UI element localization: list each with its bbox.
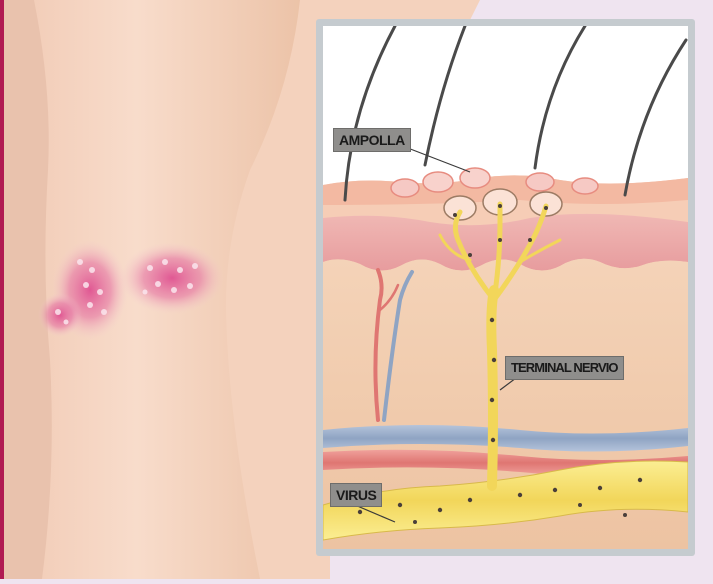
blister: [460, 168, 490, 188]
rash-vesicle: [143, 290, 148, 295]
rash-vesicle: [187, 283, 193, 289]
virus-particle: [453, 213, 457, 217]
rash-vesicle: [83, 282, 89, 288]
rash-vesicle: [87, 302, 93, 308]
virus-particle: [413, 520, 417, 524]
virus-particle: [492, 358, 496, 362]
virus-particle: [490, 318, 494, 322]
rash-vesicle: [147, 265, 153, 271]
blister-label: AMPOLLA: [333, 128, 411, 152]
virus-particle: [398, 503, 402, 507]
blister: [423, 172, 453, 192]
virus-particle: [468, 498, 472, 502]
edge-line: [0, 0, 4, 579]
rash-vesicle: [162, 259, 168, 265]
rash-patch: [38, 293, 82, 337]
virus-particle: [498, 238, 502, 242]
virus-particle: [468, 253, 472, 257]
virus-particle: [598, 486, 602, 490]
rash-patch: [120, 242, 224, 314]
virus-particle: [553, 488, 557, 492]
virus-particle: [438, 508, 442, 512]
virus-particle: [518, 493, 522, 497]
rash-vesicle: [101, 309, 107, 315]
blister: [391, 179, 419, 197]
virus-particle: [490, 398, 494, 402]
blister: [572, 178, 598, 194]
rash-vesicle: [97, 289, 103, 295]
rash-vesicle: [55, 309, 61, 315]
virus-particle: [528, 238, 532, 242]
virus-particle: [623, 513, 627, 517]
skin-cross-section: [316, 19, 695, 556]
rash-vesicle: [192, 263, 198, 269]
virus-particle: [498, 204, 502, 208]
virus-particle: [491, 438, 495, 442]
nerve-ending-label: TERMINAL NERVIO: [505, 356, 624, 380]
virus-particle: [544, 206, 548, 210]
leg-shadow: [0, 0, 52, 579]
virus-particle: [358, 510, 362, 514]
rash-vesicle: [177, 267, 183, 273]
rash-vesicle: [155, 281, 161, 287]
rash-vesicle: [171, 287, 177, 293]
virus-particle: [638, 478, 642, 482]
blister: [526, 173, 554, 191]
virus-particle: [578, 503, 582, 507]
rash-vesicle: [77, 259, 83, 265]
rash-vesicle: [89, 267, 95, 273]
rash-vesicle: [64, 320, 69, 325]
virus-label: VIRUS: [330, 483, 382, 507]
